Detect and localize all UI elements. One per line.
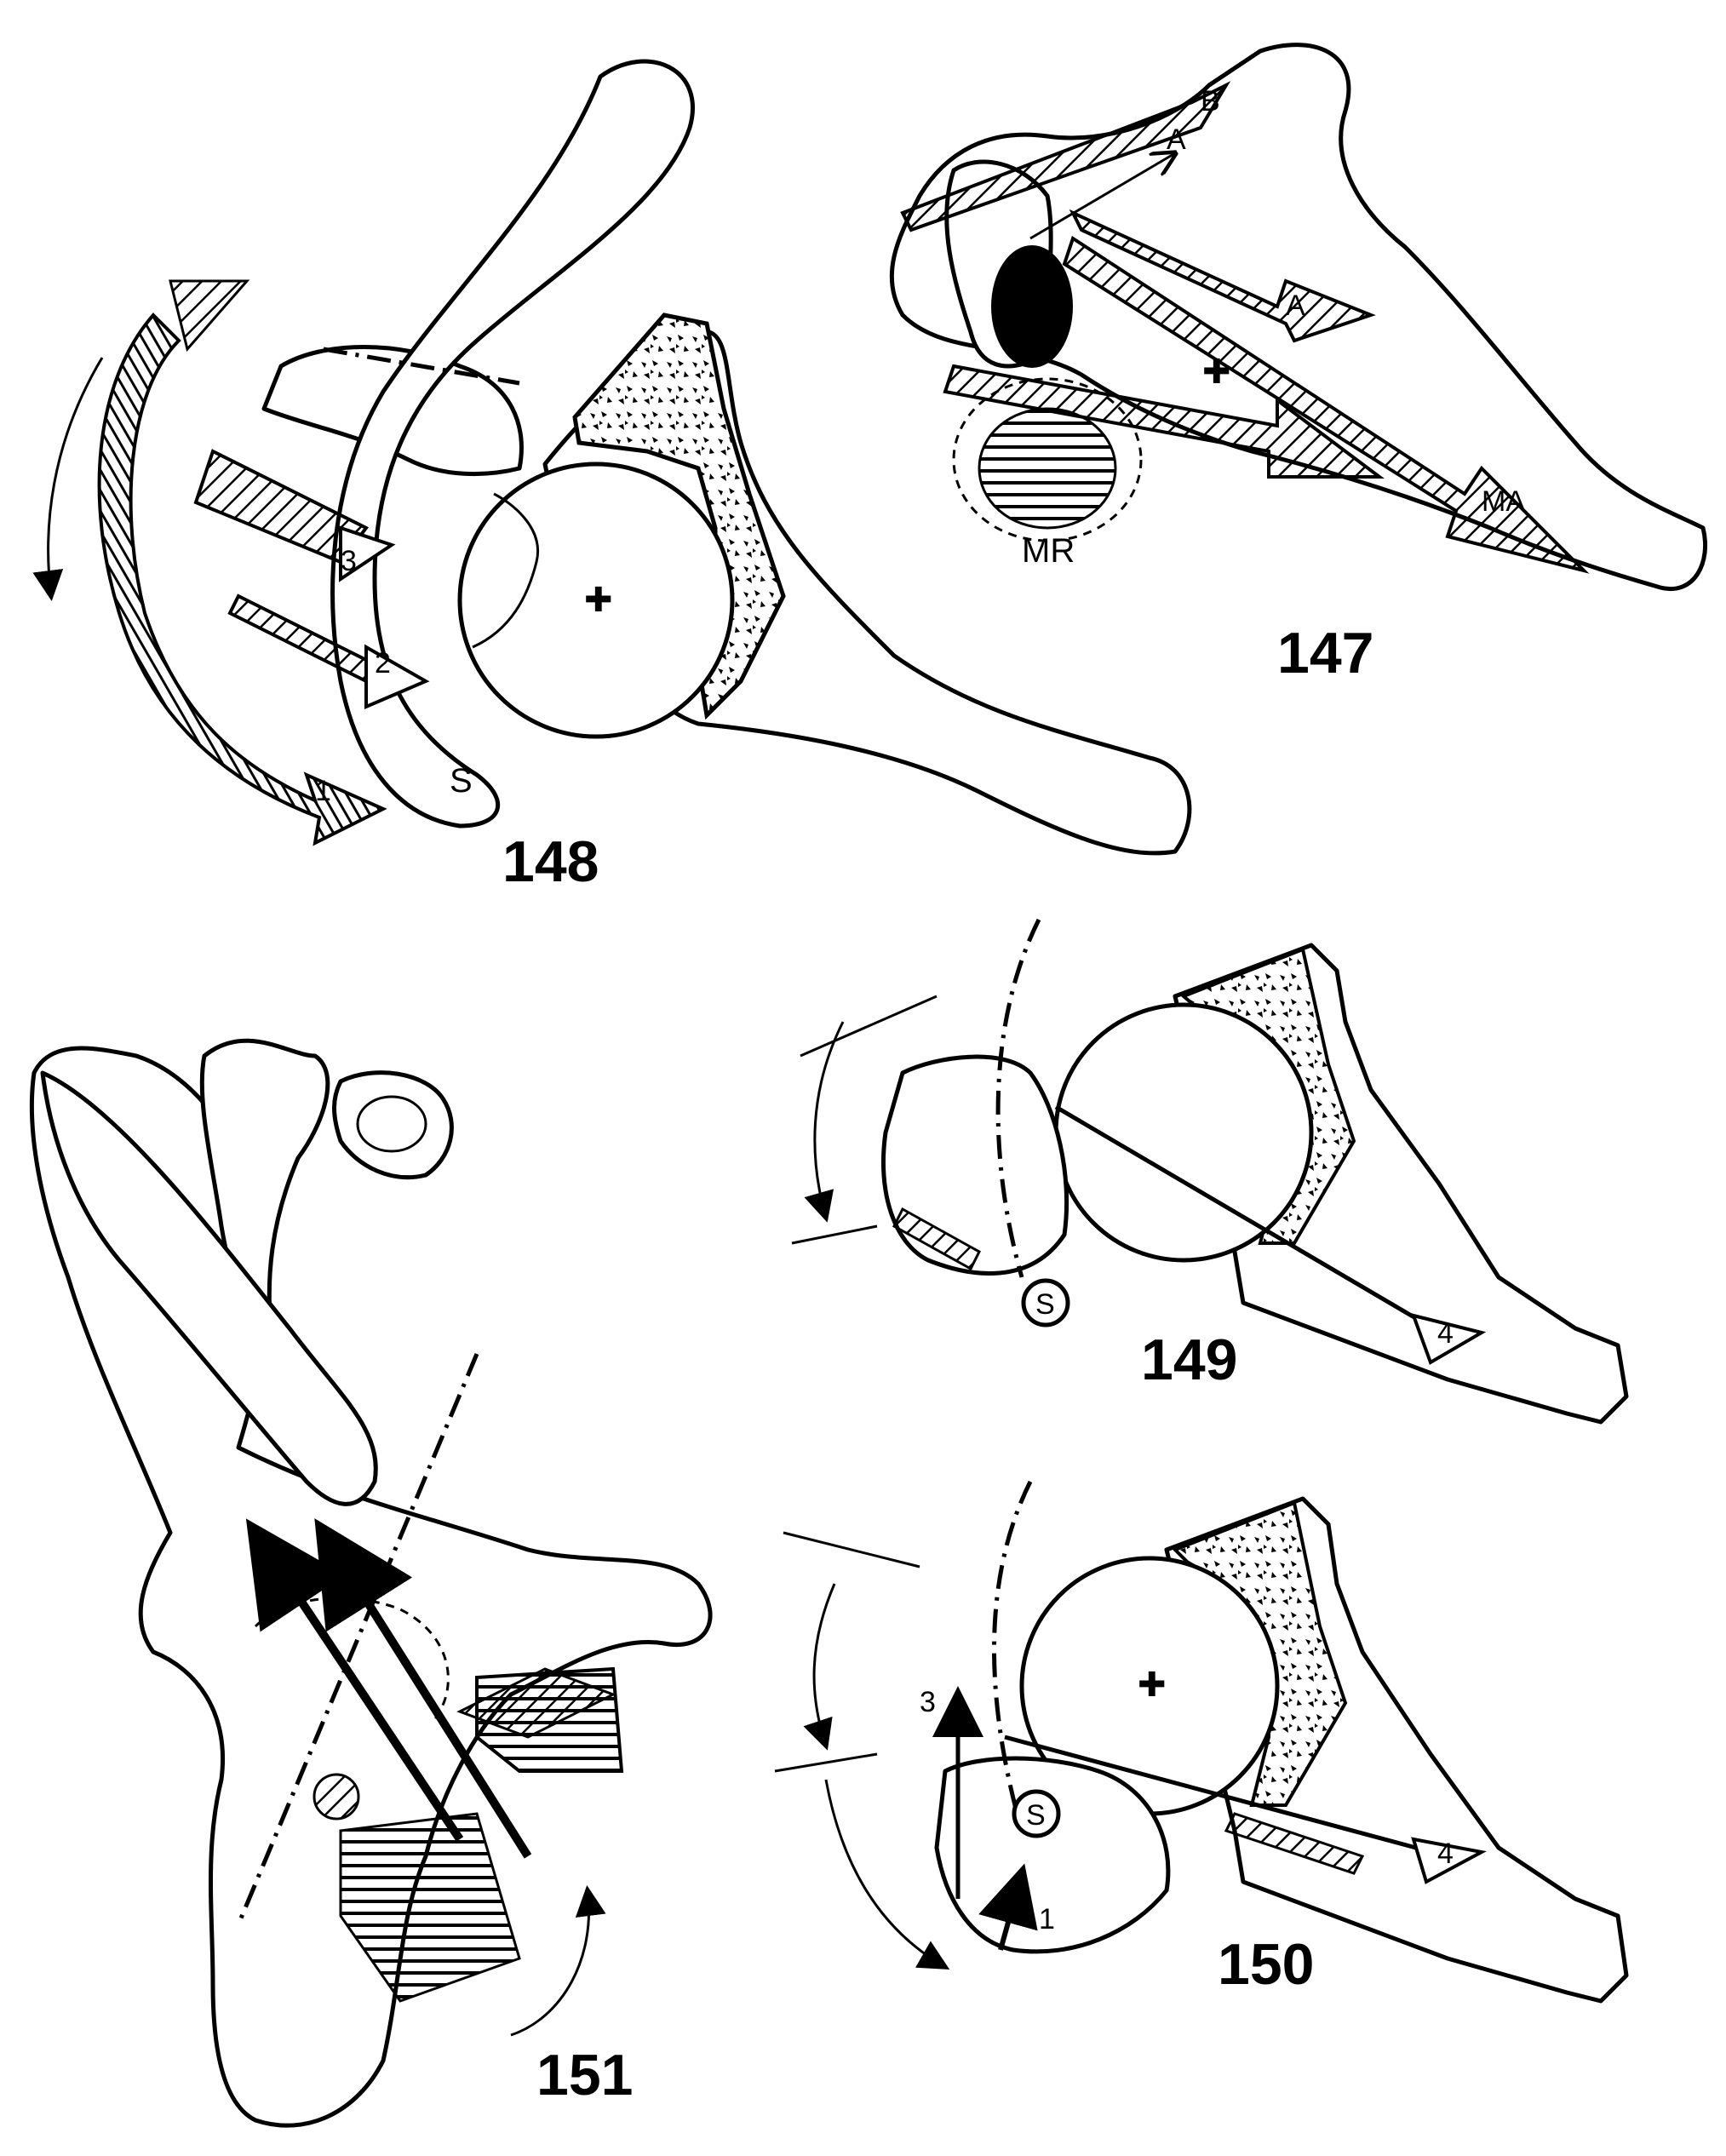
- humeral-neck-149: [881, 1054, 1069, 1276]
- force-vector-151b: [314, 1518, 532, 1859]
- label-a2-147: A: [1286, 290, 1305, 322]
- label-1-148: 1: [315, 775, 331, 807]
- muscle-vector-a-open: [1029, 153, 1175, 240]
- small-hatched-circle-151: [313, 1773, 360, 1821]
- reference-line-149a: [800, 995, 938, 1058]
- force-vector-151a: [245, 1518, 464, 1842]
- label-3-148: 3: [341, 545, 357, 577]
- anatomical-neck-line: [472, 492, 540, 649]
- label-s-149: S: [1035, 1288, 1055, 1321]
- center-cross: ✚: [584, 582, 613, 619]
- glenoid-dark-oval: [991, 245, 1073, 368]
- label-ma-147: MA: [1482, 485, 1525, 518]
- figure-149: S 4 149: [791, 918, 1629, 1425]
- label-mr: MR: [1022, 532, 1075, 570]
- lower-vector-150: [1224, 1812, 1365, 1875]
- rotation-axis-150: [992, 1480, 1033, 1832]
- muscle-arrowhead-151: [456, 1667, 616, 1739]
- label-s-150: S: [1026, 1799, 1046, 1832]
- muscle-band-lower-151: [339, 1812, 521, 2003]
- label-b-147: B: [1201, 85, 1220, 118]
- figure-147: MR ✚ B A A MA 147: [889, 43, 1708, 685]
- force-vector-4-150-head: [1411, 1837, 1487, 1884]
- label-2-148: 2: [375, 647, 391, 679]
- label-4-150: 4: [1437, 1838, 1454, 1870]
- rotation-angle-arc-149: [804, 1021, 845, 1223]
- force-vector-4-150: [1004, 1735, 1448, 1859]
- acromion-process: [330, 59, 695, 829]
- label-a1-147: A: [1167, 123, 1186, 156]
- figure-number-147: 147: [1277, 621, 1373, 685]
- muscle-vector-a-upper: [1069, 209, 1376, 343]
- force-vector-1-150: [978, 1863, 1038, 1951]
- humeral-head-149: [1053, 1002, 1314, 1263]
- label-1-150: 1: [1039, 1903, 1055, 1935]
- figure-148: ✚ S 3 2 1 148: [32, 59, 1192, 894]
- figure-number-151: 151: [536, 2043, 633, 2107]
- clavicle-151: [40, 1070, 378, 1506]
- rotation-arc-arrow: [97, 313, 387, 846]
- rotation-axis-151: [236, 1353, 479, 1925]
- figure-150: ✚ S 3 1 4 150: [774, 1480, 1629, 2004]
- muscle-vector-ma: [1062, 235, 1590, 574]
- humeral-section-mr: [978, 407, 1117, 530]
- reference-line-150b: [774, 1752, 878, 1773]
- force-vector-4-149: [1054, 1104, 1449, 1339]
- center-cross-150: ✚: [1138, 1666, 1167, 1704]
- humeral-head: [457, 462, 735, 739]
- top-arc-arrowhead: [169, 279, 250, 353]
- s-circle-149: [1021, 1278, 1070, 1327]
- coracoid-inner-151: [356, 1095, 427, 1153]
- coracoid-151: [332, 1070, 454, 1180]
- reference-line-150a: [783, 1531, 920, 1568]
- muscle-vector-2-head: [364, 644, 430, 710]
- rotation-axis-149: [995, 918, 1041, 1278]
- rotation-arrow-150: [824, 1779, 950, 1970]
- figure-151: 151: [29, 1038, 713, 2128]
- label-s-148: S: [450, 762, 473, 800]
- figure-number-149: 149: [1141, 1327, 1237, 1392]
- force-vector-4-head: [1410, 1313, 1487, 1365]
- muscle-vector-3-head: [339, 525, 396, 582]
- rotation-angle-arc-150: [803, 1583, 836, 1751]
- figure-number-150: 150: [1218, 1932, 1314, 1997]
- figure-number-148: 148: [502, 829, 599, 894]
- label-3-150: 3: [920, 1686, 936, 1718]
- curved-arrow-151: [510, 1885, 606, 2037]
- muscle-vector-lower: [943, 364, 1385, 479]
- label-4-149: 4: [1437, 1317, 1454, 1350]
- lower-vector-149: [892, 1207, 981, 1271]
- rotation-axis-148: [323, 347, 520, 386]
- mr-dashed-outline: [952, 377, 1143, 542]
- muscle-vector-b: [900, 81, 1231, 232]
- left-rotation-arrow: [32, 357, 104, 601]
- s-circle-150: [1012, 1789, 1061, 1838]
- reference-line-149b: [791, 1224, 878, 1245]
